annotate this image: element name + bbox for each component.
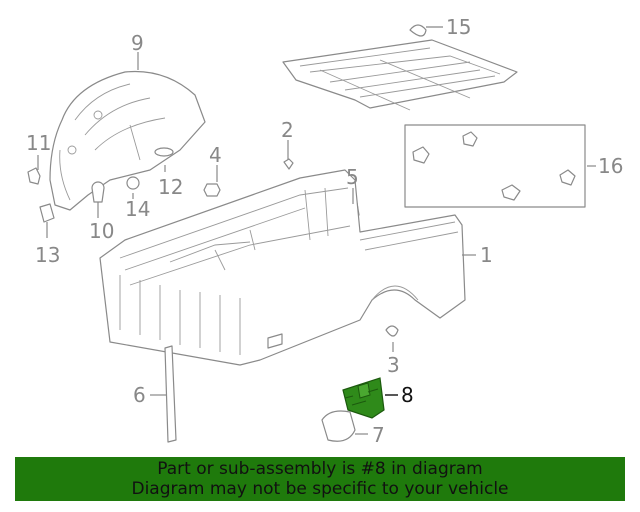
- banner-line-2: Diagram may not be specific to your vehi…: [131, 479, 509, 499]
- highlighted-bracket-part: [342, 377, 385, 419]
- callout-16: 16: [598, 154, 623, 178]
- callout-8-highlighted: 8: [401, 383, 414, 407]
- callout-14: 14: [125, 197, 150, 221]
- callout-11: 11: [26, 131, 51, 155]
- callout-10: 10: [89, 219, 114, 243]
- callout-4: 4: [209, 143, 222, 167]
- fuel-door-cover-part: [321, 410, 356, 442]
- callout-13: 13: [35, 243, 60, 267]
- parts-diagram: 9 15 16 11 2 4 5 12 14 10 13 1 3 6 7 8: [26, 15, 623, 447]
- callout-labels: 9 15 16 11 2 4 5 12 14 10 13 1 3 6 7 8: [26, 15, 623, 447]
- tie-down-clips-box: [404, 124, 586, 208]
- callout-7: 7: [372, 423, 385, 447]
- info-banner: Part or sub-assembly is #8 in diagram Di…: [15, 457, 625, 501]
- callout-6: 6: [133, 383, 146, 407]
- pickup-box-part: [99, 169, 466, 366]
- callout-3: 3: [387, 353, 400, 377]
- callout-5: 5: [346, 165, 359, 189]
- callout-15: 15: [446, 15, 471, 39]
- wheelhouse-liner-part: [49, 70, 206, 211]
- callout-9: 9: [131, 31, 144, 55]
- grommet-part: [385, 325, 399, 337]
- callout-12: 12: [158, 175, 183, 199]
- leader-lines: [37, 26, 596, 435]
- callout-2: 2: [281, 118, 294, 142]
- banner-line-1: Part or sub-assembly is #8 in diagram: [157, 459, 483, 479]
- pillar-strip-part: [164, 345, 177, 443]
- callout-1: 1: [480, 243, 493, 267]
- bed-mat-part: [282, 24, 518, 111]
